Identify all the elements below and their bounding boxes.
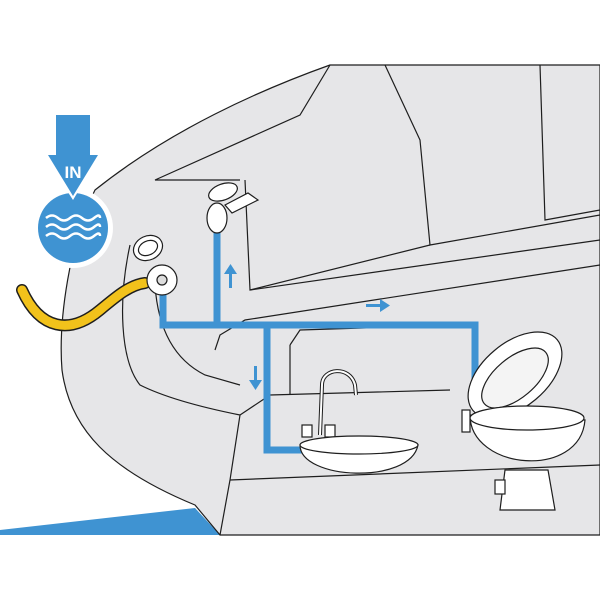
- water-in-indicator: IN: [33, 115, 113, 268]
- flow-arrow-right: [366, 299, 390, 312]
- deck-shower: [206, 182, 260, 234]
- water-inlet-fitting: [132, 234, 178, 296]
- toilet: [461, 331, 586, 511]
- water-waves-icon: [45, 214, 102, 240]
- flow-arrow-down: [249, 366, 262, 390]
- waterline: [0, 508, 220, 535]
- sink: [299, 369, 419, 474]
- flow-arrow-up: [224, 264, 237, 288]
- water-pipes: [159, 232, 479, 454]
- inlet-label: IN: [65, 163, 82, 182]
